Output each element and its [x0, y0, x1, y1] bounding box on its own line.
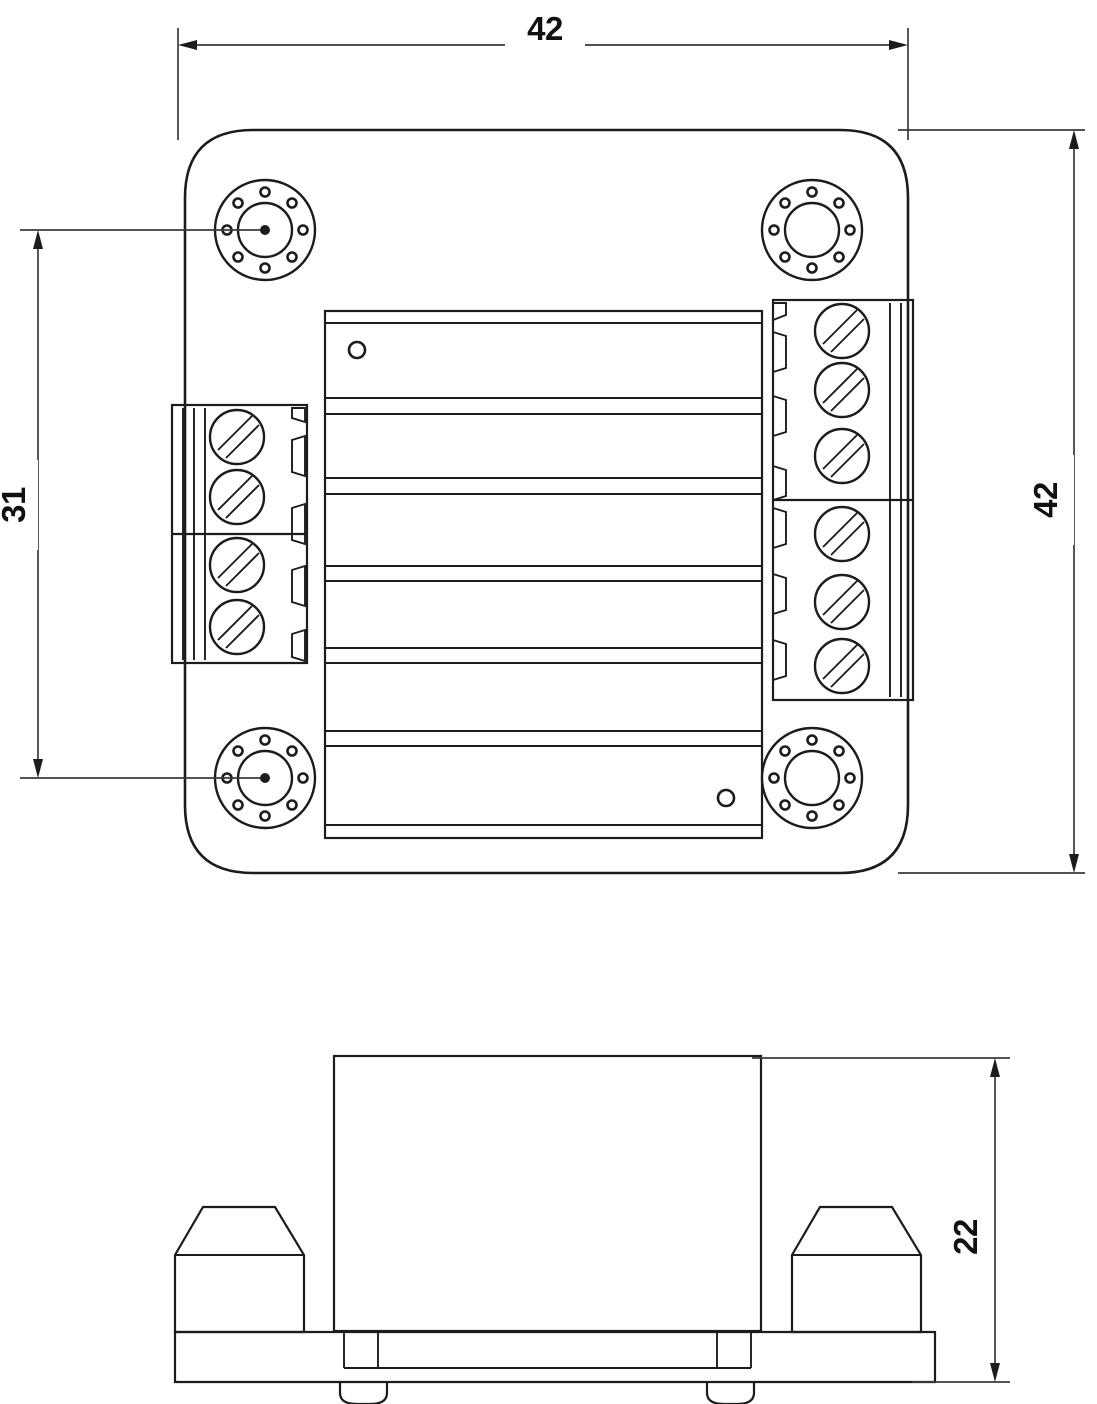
left-terminal-screw-4: [208, 598, 266, 656]
body-marker-circle-bottom-right: [716, 788, 736, 808]
dimension-left-height: 31: [0, 225, 270, 783]
right-terminal-screw-5: [813, 573, 871, 631]
dimension-top-width: 42: [177, 10, 909, 140]
right-terminal-screw-6: [813, 637, 871, 695]
dimension-side-height: 22: [752, 1057, 1010, 1383]
dimension-value-side-height: 22: [947, 1219, 984, 1255]
mounting-hole-bottom-right: [760, 726, 864, 830]
side-view-base-tab-right: [705, 1382, 756, 1404]
side-view-terminal-left: [173, 1205, 306, 1334]
top-view-group: 42 31 42: [0, 10, 1085, 875]
top-view-outline: [183, 128, 910, 875]
side-view-terminal-right: [790, 1205, 923, 1334]
side-view-group: 22: [173, 1054, 1010, 1404]
right-terminal-screw-3: [813, 427, 871, 485]
right-terminal-screw-1: [813, 302, 871, 360]
side-view-central-body: [332, 1054, 763, 1333]
left-terminal-screw-2: [208, 468, 266, 526]
right-terminal-block: [771, 298, 915, 702]
dimension-value-top-width: 42: [527, 10, 563, 47]
body-marker-circle-top-left: [347, 340, 367, 360]
right-terminal-screw-4: [813, 505, 871, 563]
mounting-hole-top-right: [760, 178, 864, 282]
dimension-value-right-height: 42: [1027, 482, 1064, 518]
side-view-base-plate: [173, 1330, 937, 1384]
dimension-value-left-height: 31: [0, 487, 32, 523]
dimension-right-height: 42: [898, 129, 1085, 874]
right-terminal-screw-2: [813, 361, 871, 419]
central-body: [323, 309, 764, 840]
side-view-base-tab-left: [338, 1382, 389, 1404]
left-terminal-screw-3: [208, 536, 266, 594]
left-terminal-block: [170, 403, 309, 665]
left-terminal-screw-1: [208, 408, 266, 466]
